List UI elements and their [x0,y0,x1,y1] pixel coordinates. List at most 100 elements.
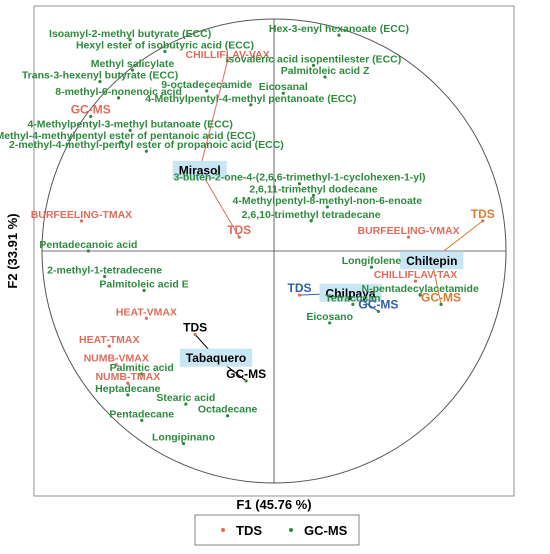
point-gc-ms [89,114,93,119]
y-axis-label: F2 (33.91 %) [5,213,20,288]
variable-label-hexyl-ester-of-isobutyric-acid-ecc: Hexyl ester of isobutyric acid (ECC) [76,39,254,51]
variable-label-n-pentadecylacetamide: N-pentadecylacetamide [362,283,479,295]
variable-label-burfeeling-vmax: BURFEELING-VMAX [358,225,460,237]
point-tds [481,219,485,223]
variable-label-palmitoleic-acid-z: Palmitoleic acid Z [281,65,370,77]
variable-label-8-methyl-6-nonenoic-acid: 8-methyl-6-nonenoic acid [55,86,182,98]
variable-label-hex-3-enyl-hexanoate-ecc: Hex-3-enyl hexanoate (ECC) [269,23,409,35]
point-n-pentadecylacetamide [418,293,422,297]
variable-label-4-methyl-4-methylpentyl-ester-of-pentanoic-acid-ecc: 4-Methyl-4-methylpentyl ester of pentano… [0,130,256,142]
variable-label-palmitoleic-acid-e: Palmitoleic acid E [99,278,188,290]
point-palmitoleic-acid-z [323,75,327,79]
point-stearic-acid [184,402,188,406]
variable-label-2-methyl-4-methyl-pentyl-ester-of-propanoic-acid-ecc: 2-methyl-4-methyl-pentyl ester of propan… [9,139,284,151]
point-2-6-10-trimethyl-tetradecane [309,219,313,223]
group-label-gc-ms: GC-MS [71,102,111,116]
point-heat-vmax [144,316,148,320]
point-4-methylpentyl-8-methyl-non-6-enoate [325,205,329,209]
point-3-buten-2-one-4-2-6-6-trimethyl-1-cyclohexen-1-yl [297,182,302,186]
point-numb-vmax [114,363,118,367]
point-numb-tmax [126,381,130,385]
x-axis-label: F1 (45.76 %) [236,497,311,512]
axes-layer [42,19,506,483]
variable-label-numb-vmax: NUMB-VMAX [84,353,149,365]
point-isovaleric-acid-isopentilester-ecc [311,63,316,67]
variable-label-4-methylpentyl-8-methyl-non-6-enoate: 4-Methylpentyl-8-methyl-non-6-enoate [233,195,423,207]
variable-label-9-octadececamide: 9-octadececamide [161,79,252,91]
point-palmitic-acid [140,372,144,376]
variable-label-isovaleric-acid-isopentilester-ecc: isovaleric acid isopentilester (ECC) [226,53,402,65]
legend: TDS GC-MS [194,514,360,546]
variable-label-methyl-salicylate: Methyl salicylate [91,58,175,70]
labels-layer: Isoamyl-2-methyl butyrate (ECC) Hex-3-eny… [0,23,495,443]
point-gc-ms [376,309,380,313]
group-label-gc-ms: GC-MS [226,367,266,381]
point-trans-3-hexenyl-butyrate-ecc [98,80,102,84]
variable-label-heat-tmax: HEAT-TMAX [79,334,139,346]
point-2-methyl-4-methyl-pentyl-ester-of-propanoic-acid-ecc [144,149,148,153]
point-gc-ms [439,302,443,306]
variable-label-chilliflav-tax: CHILLIFLAV-TAX [374,269,458,281]
group-label-tds: TDS [227,223,251,237]
marks-layer [79,33,485,446]
point-octadecane [226,414,230,418]
point-pentadecanoic-acid [86,249,90,253]
point-burfeeling-tmax [79,219,84,223]
variable-label-numb-tmax: NUMB-TMAX [95,371,160,383]
point-2-methyl-1-tetradecene [103,274,107,279]
variable-label-4-methylpentyl-3-methyl-butanoate-ecc: 4-Methylpentyl-3-methyl butanoate (ECC) [27,118,232,130]
point-4-methylpentyl-3-methyl-butanoate-ecc [128,128,132,132]
variable-label-octadecane: Octadecane [198,404,258,416]
variable-label-chilliflav-vax: CHILLIFLAV-VAX [185,49,269,61]
sample-link-mirasol-chilliflav-vax [199,60,229,170]
point-tds [237,235,241,239]
group-label-gc-ms: GC-MS [421,290,461,304]
point-tetracosan [351,302,355,306]
variable-label-eicosano: Eicosano [306,311,353,323]
variable-label-burfeeling-tmax: BURFEELING-TMAX [31,209,133,221]
group-label-tds: TDS [288,281,312,295]
legend-label-gcms: GC-MS [304,523,348,538]
sample-highlight-tabaquero [179,348,253,367]
point-chilliflav-vax [226,59,230,63]
point-hex-3-enyl-hexanoate-ecc [337,33,341,37]
point-chilliflav-tax [413,279,418,283]
variable-label-trans-3-hexenyl-butyrate-ecc: Trans-3-hexenyl butyrate (ECC) [22,70,178,82]
variable-label-pentadecanoic-acid: Pentadecanoic acid [39,239,137,251]
variable-label-eicosanal: Eicosanal [259,81,308,93]
point-longipinano [181,441,186,446]
variable-label-4-methylpentyl-4-methyl-pentanoate-ecc: 4-Methylpentyl-4-methyl pentanoate (ECC) [145,93,356,105]
point-4-methyl-4-methylpentyl-ester-of-pentanoic-acid-ecc [119,140,123,144]
variable-label-longifolene: Longifolene [342,255,402,267]
point-pentadecane [140,418,144,422]
sample-label-tabaquero: Tabaquero [186,351,246,365]
sample-label-chiltepin: Chiltepin [406,254,457,268]
sample-link-mirasol-tds [199,169,240,238]
variable-label-isoamyl-2-methyl-butyrate-ecc: Isoamyl-2-methyl butyrate (ECC) [49,28,211,40]
variable-label-tetracosan: Tetracosan [325,292,380,304]
point-isoamyl-2-methyl-butyrate-ecc [128,38,132,42]
legend-marker-gcms [289,528,293,532]
variable-label-heat-vmax: HEAT-VMAX [116,306,177,318]
sample-highlight-chilpaya [319,283,382,302]
variable-label-longipinano: Longipinano [152,432,215,444]
point-heptadecane [126,393,130,397]
variable-label-2-6-10-trimethyl-tetradecane: 2,6,10-trimethyl tetradecane [242,209,381,221]
point-heat-tmax [107,344,111,348]
point-4-methylpentyl-4-methyl-pentanoate-ecc [249,103,253,107]
variable-label-2-6-11-trimethyl-dodecane: 2,6,11-trimethyl dodecane [249,183,378,195]
group-label-tds: TDS [471,207,495,221]
point-gc-ms [244,379,248,383]
point-8-methyl-6-nonenoic-acid [116,96,121,100]
point-hexyl-ester-of-isobutyric-acid-ecc [163,49,167,54]
point-eicosanal [281,91,285,95]
point-tds [297,293,302,297]
variable-label-stearic-acid: Stearic acid [156,392,215,404]
variable-label-palmitic-acid: Palmitic acid [110,362,174,374]
point-2-6-11-trimethyl-dodecane [311,193,316,197]
sample-highlight-mirasol [172,160,227,179]
group-label-tds: TDS [183,321,207,335]
sample-label-chilpaya: Chilpaya [326,286,376,300]
point-9-octadececamide [205,89,209,93]
